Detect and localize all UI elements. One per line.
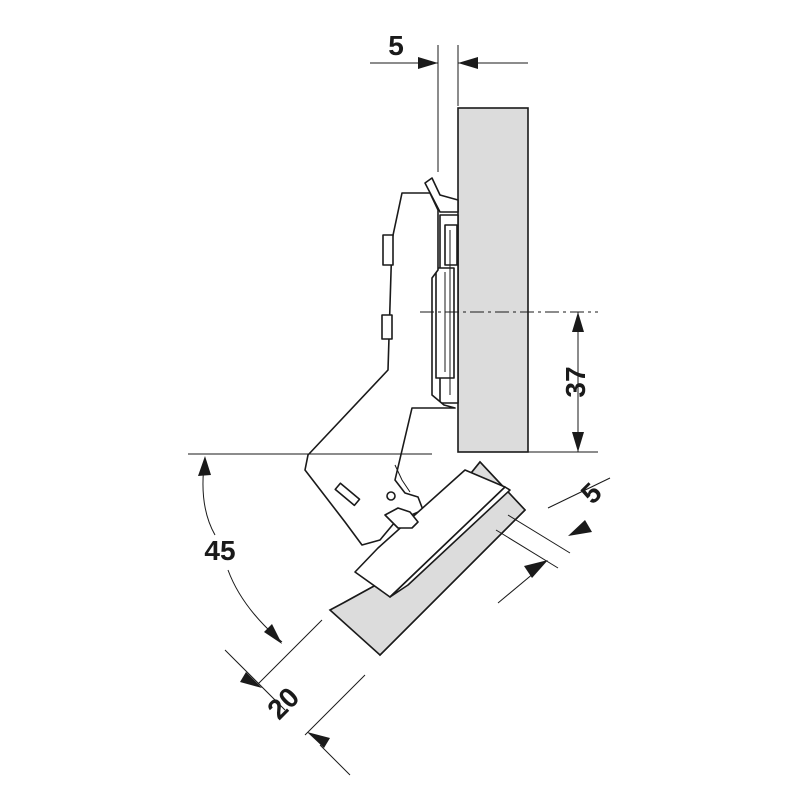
edge-gap-dimension: 5 [495, 477, 611, 604]
angle-label: 45 [204, 535, 235, 566]
door-thickness-label: 20 [261, 681, 305, 725]
hole-distance-label: 37 [560, 366, 591, 397]
top-gap-label: 5 [388, 30, 404, 61]
hole-distance-dimension: 37 [560, 312, 591, 452]
mounting-plate [435, 214, 459, 404]
hinge-cup [354, 469, 511, 598]
cabinet-side-panel [457, 107, 529, 453]
door-thickness-dimension: 20 [224, 619, 366, 776]
top-gap-dimension: 5 [370, 30, 528, 172]
hinge-arm [304, 177, 459, 546]
angle-dimension: 45 [198, 456, 283, 644]
